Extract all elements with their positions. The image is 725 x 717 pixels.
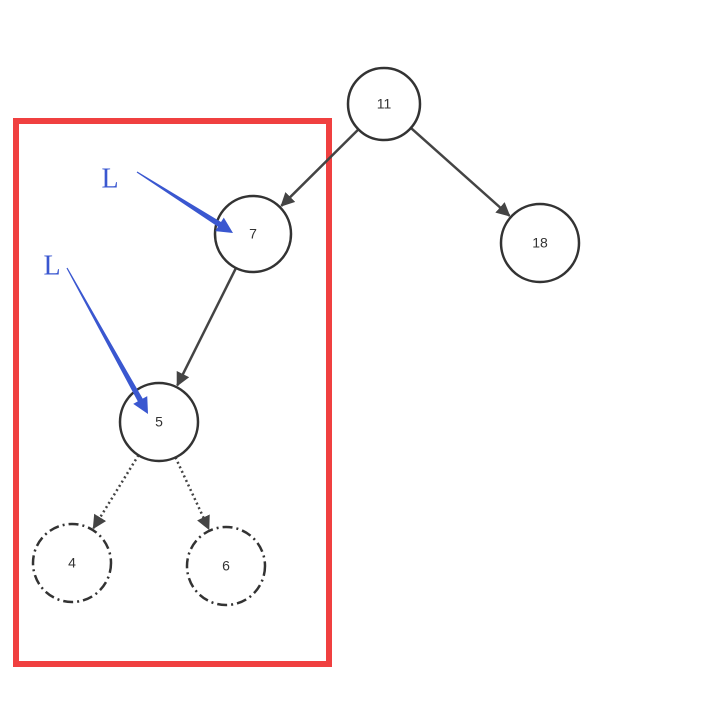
node-circle [346, 66, 422, 142]
edge-n5-n6 [174, 456, 210, 531]
tree-node-6: 6 [185, 525, 267, 607]
node-circle [31, 522, 113, 604]
pointer-arrow [66, 267, 148, 414]
pointer-arrow [136, 171, 233, 233]
pointer-label: L [43, 250, 60, 281]
tree-node-7: 7 [213, 194, 293, 274]
node-label: 4 [68, 555, 76, 571]
highlight-box [13, 118, 332, 667]
node-label: 18 [532, 235, 548, 251]
pointer-annotation-1: L [101, 163, 233, 233]
node-circle [213, 194, 293, 274]
pointer-annotation-2: L [43, 250, 148, 414]
pointer-annotations: LL [43, 163, 233, 414]
pointer-label: L [101, 163, 118, 194]
node-label: 6 [222, 558, 230, 574]
nodes: 11 7 18 5 4 6 [31, 66, 581, 607]
tree-node-18: 18 [499, 202, 581, 284]
node-circle [499, 202, 581, 284]
edge-n5-n4 [92, 454, 140, 530]
node-label: 11 [377, 96, 392, 112]
node-label: 5 [155, 414, 163, 430]
edge-n7-n5 [176, 267, 238, 387]
edge-n11-n18 [410, 127, 511, 217]
tree-node-11: 11 [346, 66, 422, 142]
tree-node-5: 5 [118, 381, 200, 463]
tree-node-4: 4 [31, 522, 113, 604]
edges [92, 127, 511, 531]
node-label: 7 [249, 226, 257, 242]
edge-n11-n7 [280, 128, 360, 207]
node-circle [185, 525, 267, 607]
